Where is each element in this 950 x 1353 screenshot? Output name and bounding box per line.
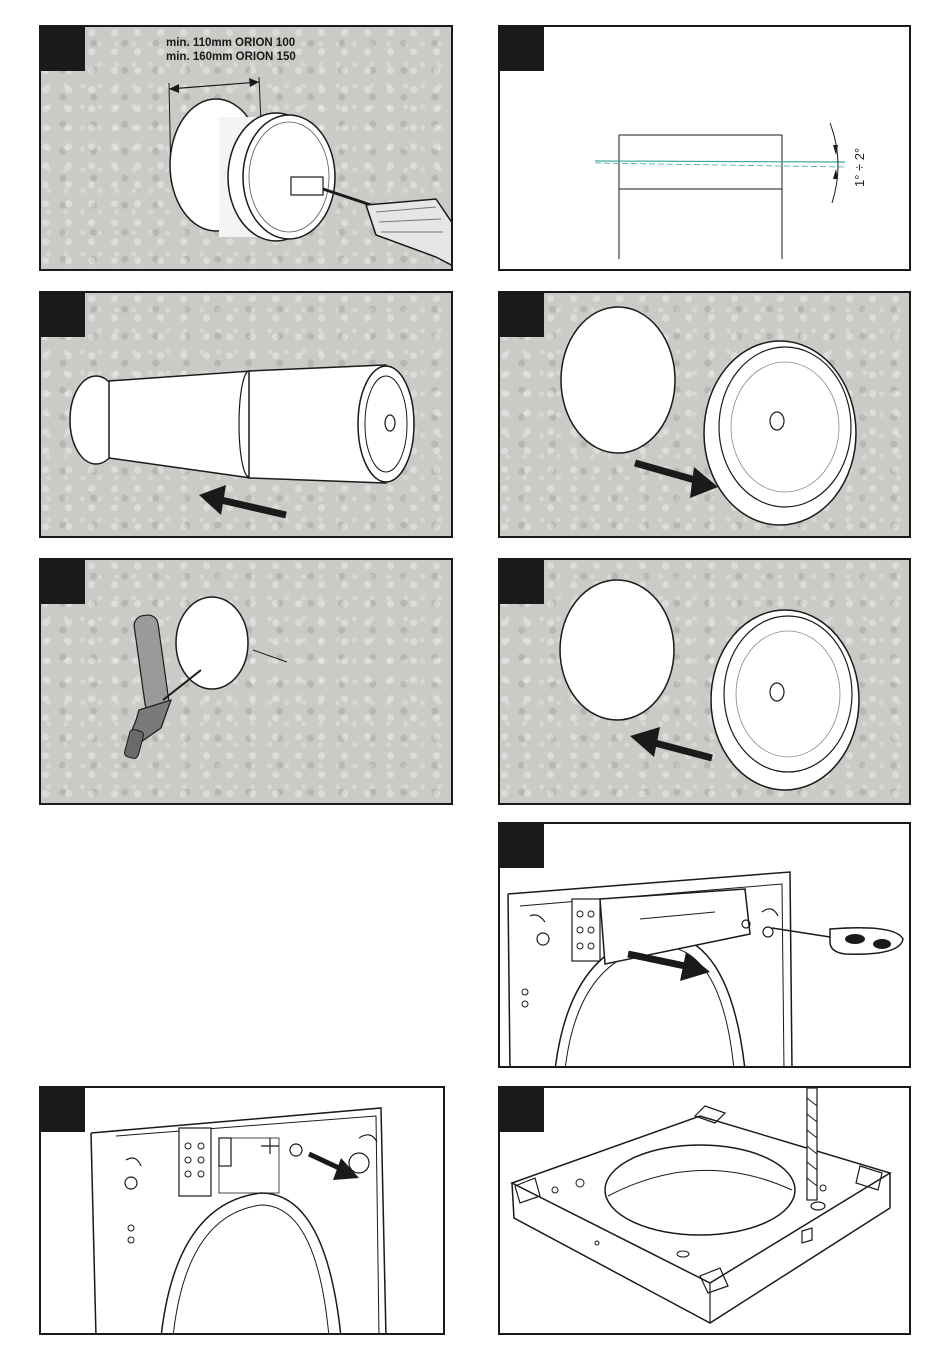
incline-angle-label: 1° ÷ 2° xyxy=(852,148,867,187)
panel-step-8-terminal-block xyxy=(39,1086,445,1335)
pipe-insertion-illustration xyxy=(41,293,453,538)
panel-step-6-refit-cover xyxy=(498,558,911,805)
foam-gun-illustration xyxy=(41,560,453,805)
panel-step-4-remove-cover xyxy=(498,291,911,538)
panel-step-5-seal-foam xyxy=(39,558,453,805)
panel-step-2-incline: 1° ÷ 2° xyxy=(498,25,911,271)
core-drill-illustration xyxy=(41,27,453,271)
incline-diagram xyxy=(500,27,911,271)
panel-step-9-drill-frame xyxy=(498,1086,911,1335)
terminal-cover-illustration xyxy=(500,824,911,1068)
panel-step-1-drill-hole: min. 110mm ORION 100 min. 160mm ORION 15… xyxy=(39,25,453,271)
cover-refit-illustration xyxy=(500,560,911,805)
panel-step-3-insert-pipe xyxy=(39,291,453,538)
cover-removal-illustration xyxy=(500,293,911,538)
panel-step-7-unscrew-terminal-cover xyxy=(498,822,911,1068)
frame-drilling-illustration xyxy=(500,1088,911,1335)
terminal-block-illustration xyxy=(41,1088,445,1335)
